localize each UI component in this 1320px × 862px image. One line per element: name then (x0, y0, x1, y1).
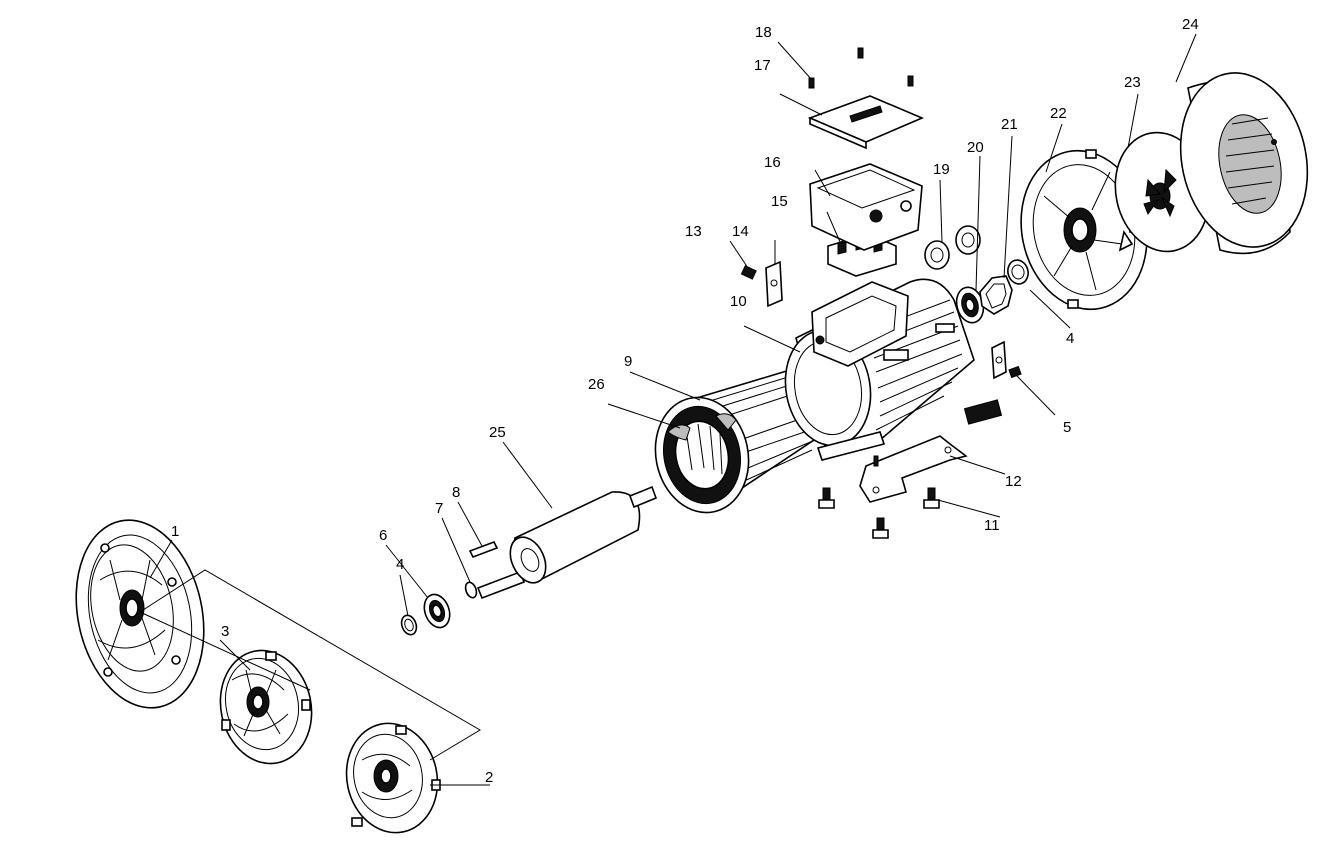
part-18-screws (808, 47, 914, 89)
label-2: 2 (485, 769, 493, 786)
label-26: 26 (588, 376, 605, 393)
label-20: 20 (967, 139, 984, 156)
part-2-end-shield (345, 722, 441, 834)
part-14-lifting-lug (765, 260, 783, 308)
label-23: 23 (1124, 74, 1141, 91)
label-4-front: 4 (396, 556, 404, 573)
label-14: 14 (732, 223, 749, 240)
part-10-motor-housing (784, 278, 975, 461)
label-5: 5 (1063, 419, 1071, 436)
label-19: 19 (933, 161, 950, 178)
part-21-wave-washer (979, 275, 1013, 315)
label-4-rear: 4 (1066, 330, 1074, 347)
part-3-end-shield (219, 649, 313, 765)
label-22: 22 (1050, 105, 1067, 122)
part-19-cable-glands (924, 225, 981, 270)
label-17: 17 (754, 57, 771, 74)
leader-lines (139, 33, 1197, 786)
part-17-terminal-box-cover (807, 95, 925, 150)
part-labels: 1 2 3 4 4 5 6 7 8 9 10 11 12 13 14 15 16… (171, 16, 1199, 786)
part-16-terminal-box (809, 163, 923, 251)
part-13-bolt (740, 265, 757, 280)
label-13: 13 (685, 223, 702, 240)
part-12-foot-plate (859, 435, 968, 503)
part-1-flange-end-shield (75, 519, 205, 709)
part-8-key (468, 540, 499, 559)
label-1: 1 (171, 523, 179, 540)
label-12: 12 (1005, 473, 1022, 490)
label-8: 8 (452, 484, 460, 501)
label-11: 11 (984, 517, 1000, 534)
label-21: 21 (1001, 116, 1018, 133)
part-5-lifting-lug (963, 340, 1022, 425)
label-24: 24 (1182, 16, 1199, 33)
label-16: 16 (764, 154, 781, 171)
label-6: 6 (379, 527, 387, 544)
label-15: 15 (771, 193, 788, 210)
label-10: 10 (730, 293, 747, 310)
part-6-bearing-front (423, 593, 451, 629)
part-4-seal-ring-front (400, 614, 418, 636)
part-7-ring (464, 581, 478, 599)
label-25: 25 (489, 424, 506, 441)
part-11-bolts (818, 455, 940, 539)
label-9: 9 (624, 353, 632, 370)
label-7: 7 (435, 500, 443, 517)
label-3: 3 (221, 623, 229, 640)
part-25-rotor (476, 485, 658, 600)
part-24-fan-cover (1179, 72, 1309, 255)
label-18: 18 (755, 24, 772, 41)
part-4-seal-ring-rear (1007, 259, 1029, 285)
